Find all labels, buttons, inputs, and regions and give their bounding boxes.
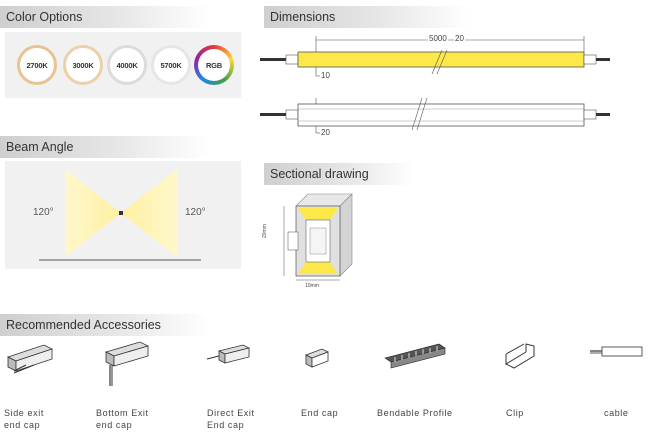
accessory-label-direct-exit: Direct Exit End cap (207, 408, 255, 430)
sectional-width-label: 10mm (305, 283, 319, 289)
clip-icon (505, 343, 535, 369)
right-beam (121, 169, 177, 257)
dim-top-width-label: 10 (321, 71, 330, 80)
dim-height-label: 20 (454, 34, 465, 43)
accessory-label-cable: cable (604, 408, 629, 418)
side-exit-end-cap-icon (6, 344, 54, 374)
swatch-2700k: 2700K (17, 45, 57, 85)
accessory-label-bottom-exit: Bottom Exit end cap (96, 408, 149, 430)
swatch-3000k: 3000K (63, 45, 103, 85)
swatch-4000k: 4000K (107, 45, 147, 85)
dim-bottom-width-label: 20 (321, 128, 330, 137)
color-options-title: Color Options (6, 10, 83, 24)
cable-icon (590, 346, 643, 357)
accessory-label-end-cap: End cap (301, 408, 339, 418)
accessory-label-bendable-profile: Bendable Profile (377, 408, 453, 418)
beam-angle-diagram (39, 169, 201, 261)
color-options-header: Color Options (0, 6, 210, 28)
swatch-rgb: RGB (194, 45, 234, 85)
dimensions-title: Dimensions (270, 10, 336, 24)
color-options-panel: 2700K 3000K 4000K 5700K RGB (5, 32, 241, 98)
accessory-label-side-exit: Side exit end cap (4, 408, 44, 430)
dim-length-label: 5000 (428, 34, 448, 43)
accessories-title: Recommended Accessories (6, 318, 161, 332)
direct-exit-end-cap-icon (206, 344, 251, 364)
sectional-height-label: 20mm (262, 224, 268, 238)
beam-right-angle: 120° (185, 207, 206, 218)
bottom-exit-end-cap-icon (104, 341, 150, 386)
bendable-profile-icon (384, 343, 446, 369)
beam-angle-header: Beam Angle (0, 136, 210, 158)
accessories-header: Recommended Accessories (0, 314, 210, 336)
sectional-title: Sectional drawing (270, 167, 369, 181)
dimensions-drawing (260, 36, 610, 134)
accessory-label-clip: Clip (506, 408, 524, 418)
led-source (119, 211, 123, 215)
sectional-header: Sectional drawing (264, 163, 414, 185)
end-cap-icon (305, 348, 329, 368)
swatch-5700k: 5700K (151, 45, 191, 85)
beam-left-angle: 120° (33, 207, 54, 218)
swatch-rgb-inner: RGB (198, 49, 230, 81)
dimensions-header: Dimensions (264, 6, 470, 28)
beam-angle-title: Beam Angle (6, 140, 74, 154)
left-beam (65, 169, 121, 257)
beam-angle-panel: 120° 120° (5, 161, 241, 269)
sectional-drawing (283, 193, 353, 281)
